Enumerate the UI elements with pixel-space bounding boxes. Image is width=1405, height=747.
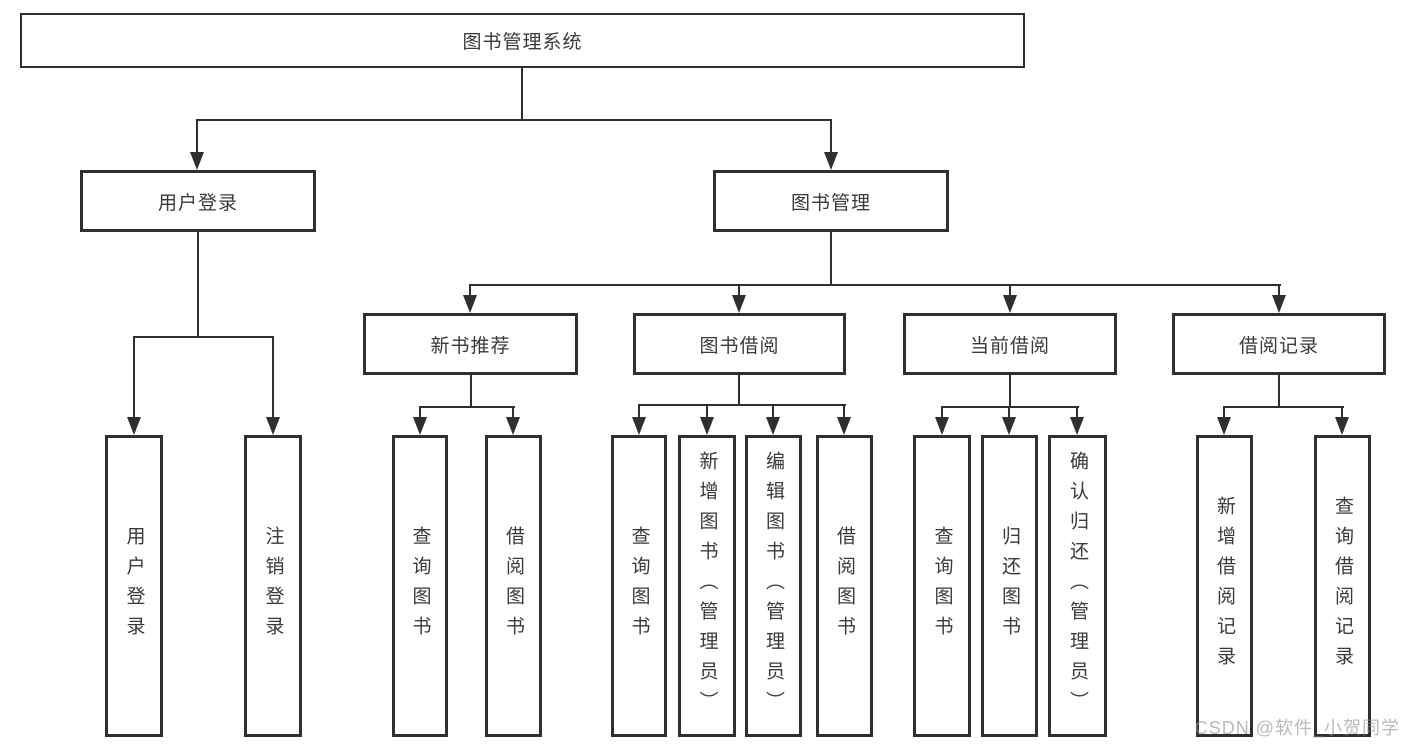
leaf-confirm-return-admin: 确认归还（管理员） (1048, 435, 1107, 737)
arrowhead-down (766, 417, 780, 435)
arrowhead-down (506, 417, 520, 435)
node-user-login-label: 用户登录 (157, 192, 238, 214)
connector-crossbar (941, 406, 1079, 408)
leaf-return-book-label: 归还图书 (999, 526, 1020, 646)
leaf-edit-book-admin-label: 编辑图书（管理员） (763, 451, 784, 721)
connector-stub (843, 404, 845, 419)
leaf-borrow-books-1-label: 借阅图书 (503, 526, 524, 646)
connector-trunk (738, 374, 740, 406)
connector-stub (272, 336, 274, 418)
arrowhead-down (935, 417, 949, 435)
connector-stub (133, 336, 135, 418)
connector-crossbar (638, 404, 846, 406)
leaf-logout: 注销登录 (244, 435, 302, 737)
node-book-management-label: 图书管理 (790, 192, 871, 214)
arrowhead-down (1272, 295, 1286, 313)
connector-stub (512, 406, 514, 419)
arrowhead-down (190, 152, 204, 170)
node-book-borrow-label: 图书借阅 (699, 335, 780, 357)
node-new-book-recommend: 新书推荐 (363, 313, 578, 375)
leaf-query-books-3-label: 查询图书 (931, 526, 953, 646)
arrowhead-down (837, 417, 851, 435)
connector-stub (196, 119, 198, 153)
leaf-borrow-books-1: 借阅图书 (485, 435, 542, 737)
leaf-borrow-books-2-label: 借阅图书 (834, 526, 855, 646)
connector-trunk (830, 232, 832, 286)
arrowhead-down (413, 417, 427, 435)
node-borrow-records: 借阅记录 (1172, 313, 1386, 375)
connector-stub (469, 284, 471, 297)
arrowhead-down (1003, 295, 1017, 313)
leaf-logout-label: 注销登录 (262, 526, 284, 646)
connector-stub (638, 404, 640, 419)
connector-trunk (1278, 374, 1280, 408)
node-current-borrow: 当前借阅 (903, 313, 1117, 375)
arrowhead-down (732, 295, 746, 313)
connector-stub (830, 119, 832, 153)
leaf-add-borrow-record-label: 新增借阅记录 (1214, 496, 1235, 676)
arrowhead-down (1070, 417, 1084, 435)
leaf-user-login-label: 用户登录 (123, 526, 145, 646)
connector-stub (1076, 406, 1078, 419)
leaf-query-books-1-label: 查询图书 (409, 526, 431, 646)
connector-root-crossbar (196, 119, 832, 121)
node-current-borrow-label: 当前借阅 (969, 335, 1050, 357)
leaf-query-books-2-label: 查询图书 (628, 526, 650, 646)
leaf-edit-book-admin: 编辑图书（管理员） (745, 435, 802, 737)
connector-trunk (470, 374, 472, 408)
arrowhead-down (1335, 417, 1349, 435)
connector-stub (1008, 406, 1010, 419)
leaf-user-login: 用户登录 (105, 435, 163, 737)
connector-stub (1341, 406, 1343, 419)
connector-stub (941, 406, 943, 419)
connector-stub (772, 404, 774, 419)
leaf-query-books-3: 查询图书 (913, 435, 971, 737)
arrowhead-down (1217, 417, 1231, 435)
node-borrow-records-label: 借阅记录 (1238, 335, 1319, 357)
connector-root-trunk (521, 68, 523, 120)
node-root: 图书管理系统 (20, 13, 1025, 68)
connector-crossbar (419, 406, 515, 408)
leaf-return-book: 归还图书 (981, 435, 1038, 737)
arrowhead-down (127, 417, 141, 435)
connector-trunk (197, 232, 199, 337)
connector-stub (738, 284, 740, 297)
leaf-query-borrow-record: 查询借阅记录 (1314, 435, 1371, 737)
node-book-borrow: 图书借阅 (633, 313, 846, 375)
arrowhead-down (824, 152, 838, 170)
leaf-confirm-return-admin-label: 确认归还（管理员） (1067, 451, 1088, 721)
arrowhead-down (1002, 417, 1016, 435)
node-root-label: 图书管理系统 (462, 32, 583, 53)
arrowhead-down (266, 417, 280, 435)
leaf-query-books-1: 查询图书 (392, 435, 448, 737)
leaf-query-books-2: 查询图书 (611, 435, 667, 737)
arrowhead-down (700, 417, 714, 435)
connector-crossbar (133, 336, 274, 338)
leaf-add-book-admin: 新增图书（管理员） (678, 435, 736, 737)
node-book-management: 图书管理 (713, 170, 949, 232)
leaf-add-book-admin-label: 新增图书（管理员） (696, 451, 718, 721)
arrowhead-down (463, 295, 477, 313)
connector-stub (1223, 406, 1225, 419)
node-user-login: 用户登录 (80, 170, 316, 232)
connector-stub (419, 406, 421, 419)
arrowhead-down (632, 417, 646, 435)
leaf-borrow-books-2: 借阅图书 (816, 435, 873, 737)
connector-stub (1009, 284, 1011, 297)
connector-crossbar (1223, 406, 1344, 408)
leaf-add-borrow-record: 新增借阅记录 (1196, 435, 1253, 737)
connector-crossbar (469, 284, 1281, 286)
connector-stub (1278, 284, 1280, 297)
watermark: CSDN @软件_小贺同学 (1194, 718, 1400, 738)
connector-stub (706, 404, 708, 419)
leaf-query-borrow-record-label: 查询借阅记录 (1332, 496, 1353, 676)
node-new-book-recommend-label: 新书推荐 (430, 335, 511, 357)
connector-trunk (1009, 374, 1011, 408)
